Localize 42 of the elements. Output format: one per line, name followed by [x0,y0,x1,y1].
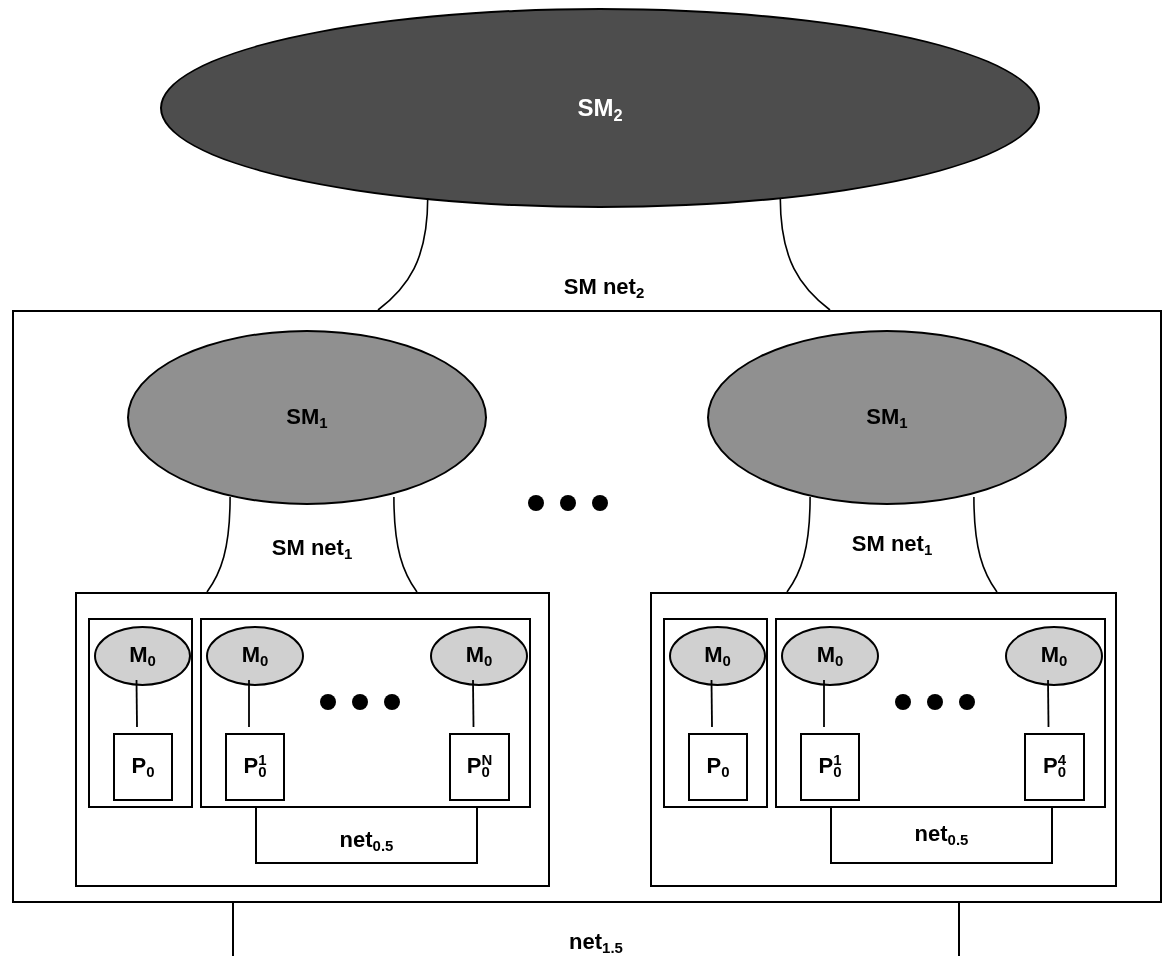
connector-line [710,679,713,728]
node-label: net$_{0.5}$ [913,823,970,845]
network-box [830,808,1053,864]
network-link [787,497,997,592]
group-box [663,618,768,808]
group-box [12,310,1162,903]
node-label: M$_{0}$ [703,644,732,666]
connector-line [135,679,138,728]
processor-box [449,733,510,801]
network-box [255,808,478,864]
node-label: SM net$_{1}$ [270,537,354,560]
connector-line [1047,679,1050,728]
node-label: SM net$_{1}$ [850,532,934,555]
processor-box [113,733,173,801]
group-box [775,618,1106,808]
group-box [200,618,531,808]
processor-box [800,733,860,801]
group-box [75,592,550,887]
processor-box [688,733,748,801]
node-label: P$_{0}$ [705,755,731,777]
node-label: SM$_{2}$ [576,96,624,120]
node-label: M$_{0}$ [128,644,157,666]
group-box [650,592,1117,887]
group-box [88,618,193,808]
connector-line [472,679,475,728]
node-label: SM net$_{2}$ [562,275,646,298]
connector-line [248,679,250,728]
network-link [207,497,417,592]
node-label: M$_{0}$ [464,644,494,666]
processor-box [225,733,285,801]
network-link [378,198,830,310]
connector-line [823,679,825,728]
node-label: net$_{0.5}$ [338,829,395,852]
node-label: net$_{1.5}$ [568,931,624,953]
node-label: SM$_{1}$ [865,405,909,428]
node-label: M$_{0}$ [240,644,270,666]
node-label: M$_{0}$ [1039,644,1069,666]
node-label: M$_{0}$ [815,644,845,666]
node-label: SM$_{1}$ [285,405,329,428]
node-label: P$_{0}$ [130,755,156,777]
processor-box [1024,733,1085,801]
ellipse-node [430,626,528,686]
